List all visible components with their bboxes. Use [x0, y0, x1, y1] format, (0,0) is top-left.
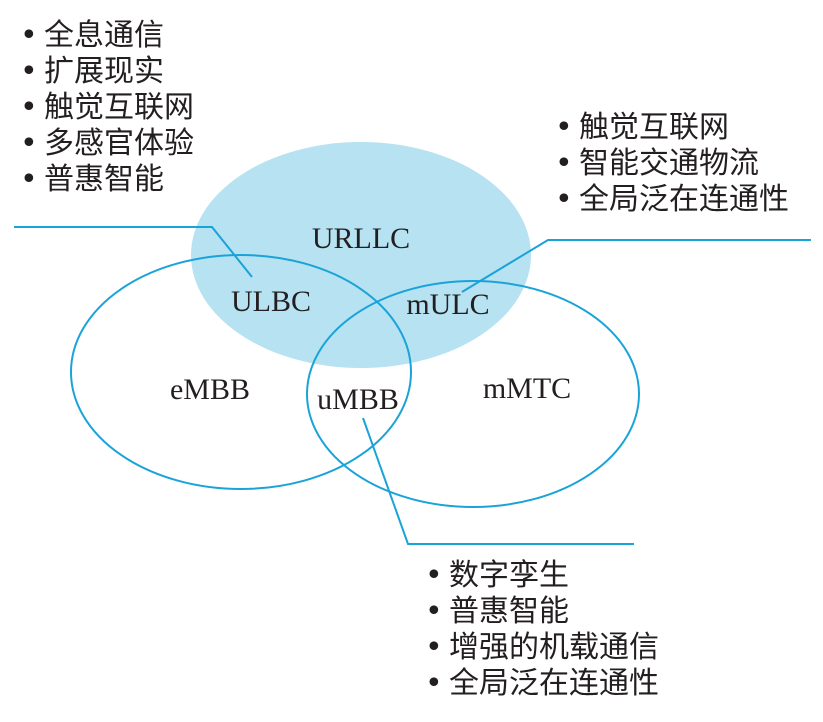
bullet-text: 多感官体验 [44, 126, 194, 161]
bullet-text: 增强的机载通信 [449, 630, 659, 665]
umbb-label: uMBB [317, 383, 399, 416]
bullet-text: 全局泛在连通性 [579, 182, 789, 217]
mmtc-label: mMTC [483, 372, 571, 405]
bullet-text: 全息通信 [44, 18, 164, 53]
bullet-item: •普惠智能 [20, 162, 194, 198]
bullet-dot-icon: • [20, 18, 38, 53]
bullet-text: 普惠智能 [44, 162, 164, 197]
embb-ellipse [70, 254, 412, 490]
bullet-item: •全息通信 [20, 18, 194, 54]
bullet-dot-icon: • [555, 110, 573, 145]
connector-umbb [362, 417, 634, 545]
bullet-dot-icon: • [20, 90, 38, 125]
bullet-item: •全局泛在连通性 [425, 666, 659, 702]
bullet-item: •多感官体验 [20, 126, 194, 162]
bullet-dot-icon: • [555, 182, 573, 217]
mmtc-ellipse [306, 280, 640, 508]
bullet-text: 全局泛在连通性 [449, 666, 659, 701]
bullet-dot-icon: • [425, 630, 443, 665]
bullet-text: 智能交通物流 [579, 146, 759, 181]
bullet-list-top-left: •全息通信•扩展现实•触觉互联网•多感官体验•普惠智能 [20, 18, 194, 198]
bullet-text: 触觉互联网 [44, 90, 194, 125]
bullet-dot-icon: • [425, 558, 443, 593]
bullet-item: •智能交通物流 [555, 146, 789, 182]
bullet-text: 触觉互联网 [579, 110, 729, 145]
bullet-dot-icon: • [20, 126, 38, 161]
connector-ulbc [14, 226, 253, 278]
bullet-dot-icon: • [555, 146, 573, 181]
mulc-label: mULC [406, 288, 489, 321]
bullet-dot-icon: • [425, 594, 443, 629]
bullet-item: •全局泛在连通性 [555, 182, 789, 218]
bullet-item: •普惠智能 [425, 594, 659, 630]
bullet-dot-icon: • [20, 162, 38, 197]
bullet-text: 扩展现实 [44, 54, 164, 89]
bullet-list-top-right: •触觉互联网•智能交通物流•全局泛在连通性 [555, 110, 789, 218]
connector-mulc [461, 239, 811, 293]
urllc-label: URLLC [312, 222, 410, 255]
bullet-dot-icon: • [20, 54, 38, 89]
bullet-text: 数字孪生 [449, 558, 569, 593]
urllc-ellipse [191, 142, 531, 368]
bullet-list-bottom-right: •数字孪生•普惠智能•增强的机载通信•全局泛在连通性 [425, 558, 659, 702]
bullet-item: •触觉互联网 [555, 110, 789, 146]
bullet-item: •数字孪生 [425, 558, 659, 594]
embb-label: eMBB [170, 373, 250, 406]
bullet-item: •触觉互联网 [20, 90, 194, 126]
bullet-dot-icon: • [425, 666, 443, 701]
bullet-item: •扩展现实 [20, 54, 194, 90]
ulbc-label: ULBC [231, 285, 311, 318]
bullet-text: 普惠智能 [449, 594, 569, 629]
bullet-item: •增强的机载通信 [425, 630, 659, 666]
